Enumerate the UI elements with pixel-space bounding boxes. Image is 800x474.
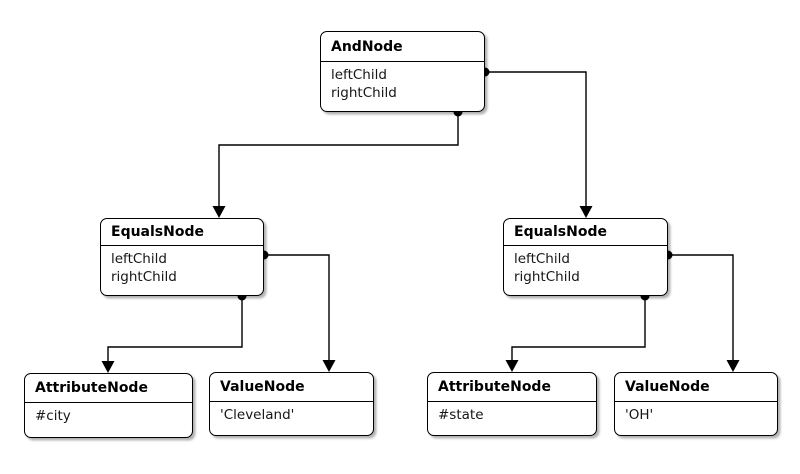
arrowhead-attribute-city xyxy=(101,361,115,373)
node-fields: leftChild rightChild xyxy=(321,62,484,102)
node-field-value: 'OH' xyxy=(625,407,654,423)
arrowhead-attribute-state xyxy=(505,360,519,372)
node-title: EqualsNode xyxy=(101,219,263,246)
edge-and-to-equals-left xyxy=(218,112,459,207)
node-field-attribute: #state xyxy=(438,407,484,423)
edge-and-to-equals-right xyxy=(485,71,587,207)
node-fields: #city xyxy=(25,403,192,425)
arrowhead-value-oh xyxy=(726,360,740,372)
node-title: ValueNode xyxy=(210,373,373,402)
node-title: AttributeNode xyxy=(25,374,192,403)
arrowhead-value-cleveland xyxy=(322,360,336,372)
node-field-attribute: #city xyxy=(35,408,71,424)
node-fields: leftChild rightChild xyxy=(101,246,263,286)
node-andnode: AndNode leftChild rightChild xyxy=(320,31,485,112)
node-fields: 'Cleveland' xyxy=(210,402,373,424)
node-title: EqualsNode xyxy=(504,219,667,246)
node-field-value: 'Cleveland' xyxy=(220,407,295,423)
node-field-rightchild: rightChild xyxy=(111,269,177,285)
node-valuenode-oh: ValueNode 'OH' xyxy=(614,372,778,436)
edge-equalsright-to-attribute xyxy=(511,296,646,361)
node-attributenode-city: AttributeNode #city xyxy=(24,373,193,438)
node-field-leftchild: leftChild xyxy=(111,251,167,267)
arrowhead-equals-right xyxy=(579,206,593,218)
node-fields: #state xyxy=(428,402,596,424)
node-equalsnode-left: EqualsNode leftChild rightChild xyxy=(100,218,264,296)
node-field-rightchild: rightChild xyxy=(331,85,397,101)
node-title: AndNode xyxy=(321,32,484,62)
node-title: ValueNode xyxy=(615,373,777,402)
edge-equalsright-to-value xyxy=(668,254,734,361)
node-valuenode-cleveland: ValueNode 'Cleveland' xyxy=(209,372,374,436)
node-fields: leftChild rightChild xyxy=(504,246,667,286)
node-attributenode-state: AttributeNode #state xyxy=(427,372,597,436)
edge-equalsleft-to-value xyxy=(264,254,330,361)
node-equalsnode-right: EqualsNode leftChild rightChild xyxy=(503,218,668,296)
edge-equalsleft-to-attribute xyxy=(107,296,243,362)
arrowhead-equals-left xyxy=(212,206,226,218)
node-field-rightchild: rightChild xyxy=(514,269,580,285)
node-fields: 'OH' xyxy=(615,402,777,424)
node-field-leftchild: leftChild xyxy=(331,67,387,83)
node-field-leftchild: leftChild xyxy=(514,251,570,267)
node-title: AttributeNode xyxy=(428,373,596,402)
